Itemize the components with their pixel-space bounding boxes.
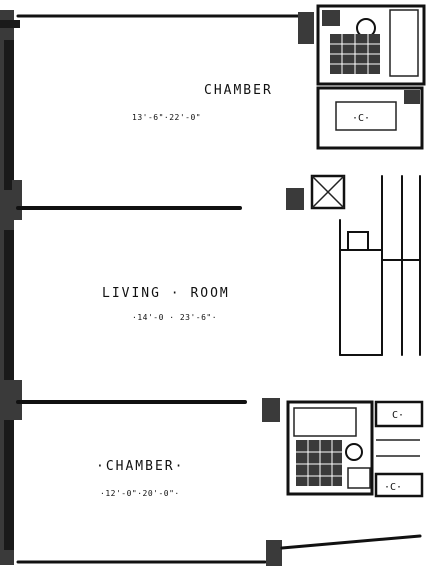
room-dims-chamber-top: 13'-6"·22'-0"	[132, 113, 201, 122]
bathroom-bottom-tile	[296, 440, 342, 486]
bottom-wall	[16, 534, 422, 566]
closet-bottom-lower-label: ·C·	[384, 482, 402, 493]
room-dims-living-room: ·14'-0 · 23'-6"·	[132, 313, 217, 322]
room-label-chamber-bottom: ·CHAMBER·	[96, 459, 184, 474]
bathroom-bottom	[286, 400, 374, 496]
wall-chamber-living	[16, 188, 304, 210]
left-exterior-wall	[0, 10, 22, 565]
closet-bottom-lower: ·C·	[374, 472, 424, 498]
closet-bottom-upper-label: C·	[392, 410, 404, 421]
bathroom-top	[316, 4, 426, 86]
wall-living-chamber	[16, 398, 280, 422]
bathroom-top-tile	[330, 34, 380, 74]
closet-bottom-upper: C·	[374, 400, 424, 428]
top-wall	[16, 12, 314, 44]
room-label-living-room: LIVING · ROOM	[102, 286, 230, 301]
closet-top-label: ·C·	[352, 113, 370, 124]
room-dims-chamber-bottom: ·12'-0"·20'-0"·	[100, 489, 180, 498]
room-label-chamber-top: CHAMBER	[204, 83, 273, 98]
hall-area	[310, 174, 421, 356]
closet-top: ·C·	[316, 86, 424, 150]
